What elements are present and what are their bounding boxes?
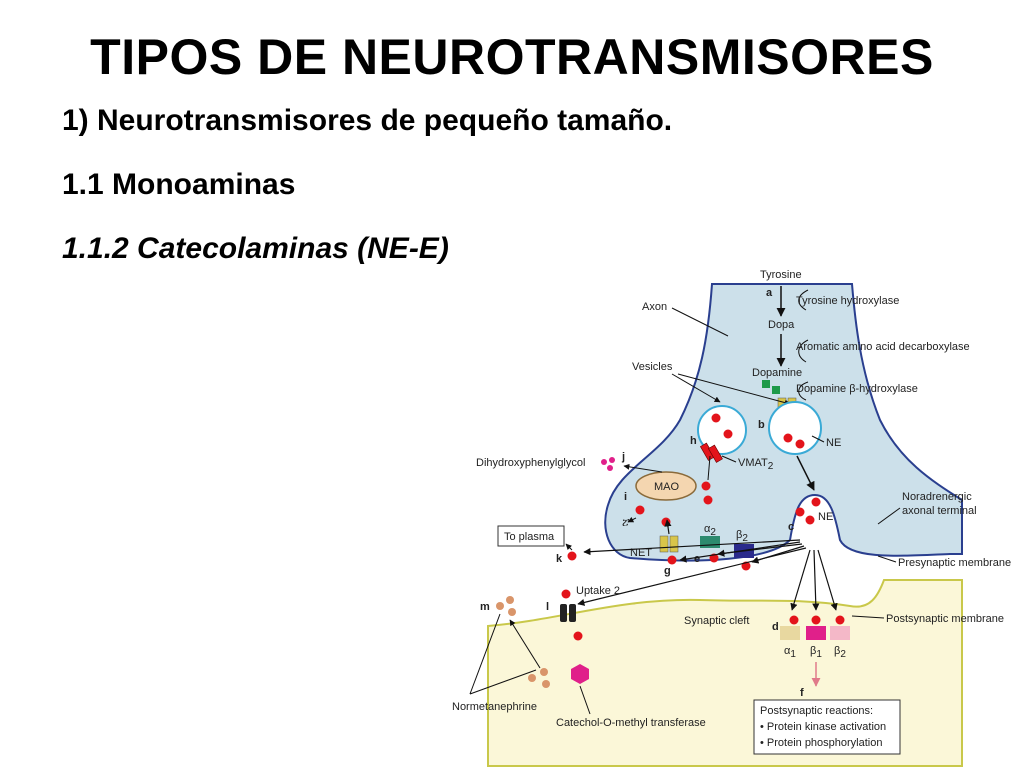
metabolite-molecule <box>496 602 504 610</box>
letter-g: g <box>664 565 671 577</box>
ne-molecule <box>711 413 721 423</box>
ne-molecule <box>567 551 577 561</box>
ne-molecule <box>573 631 583 641</box>
label-tyrosine-hydroxylase: Tyrosine hydroxylase <box>796 295 899 307</box>
ne-molecule <box>667 555 677 565</box>
label-synaptic-cleft: Synaptic cleft <box>684 615 749 627</box>
ne-molecule <box>835 615 845 625</box>
label-tyrosine: Tyrosine <box>760 269 802 281</box>
ne-molecule <box>811 497 821 507</box>
label-ne-release: NE <box>818 511 833 523</box>
label-uptake2: Uptake 2 <box>576 585 620 597</box>
vmat2-transporter <box>707 444 723 463</box>
to-plasma-box <box>497 525 565 547</box>
mao-mitochondrion <box>635 471 697 501</box>
metabolite-molecule <box>508 608 516 616</box>
letter-a: a <box>766 287 773 299</box>
uptake2-transporter <box>569 604 576 622</box>
comt-enzyme <box>571 664 589 684</box>
metabolite-symbol: ፘ <box>622 517 630 529</box>
metabolite-molecule <box>542 680 550 688</box>
ne-molecule <box>795 507 805 517</box>
beta2-postsynaptic-receptor <box>830 626 850 640</box>
ne-molecule <box>635 505 645 515</box>
label-vmat2: VMAT2 <box>738 457 774 472</box>
label-dopamine-beta-hydroxylase: Dopamine β-hydroxylase <box>796 383 918 395</box>
letter-h: h <box>690 435 697 447</box>
letter-m: m <box>480 601 490 613</box>
label-aadc: Aromatic amino acid decarboxylase <box>796 341 970 353</box>
label-beta2-pre: β2 <box>736 529 748 544</box>
label-post-reaction-1: • Protein kinase activation <box>760 721 886 733</box>
dhpg-molecule <box>609 457 615 463</box>
vesicle-b <box>768 401 822 455</box>
dopamine-molecule <box>762 380 770 388</box>
ne-molecule <box>805 515 815 525</box>
letter-l: l <box>546 601 549 613</box>
label-terminal-line1: Noradrenergic <box>902 491 972 503</box>
label-vesicles: Vesicles <box>632 361 673 373</box>
label-post-reactions-title: Postsynaptic reactions: <box>760 705 873 717</box>
label-beta2-post: β2 <box>834 645 846 660</box>
net-transporter <box>669 535 679 553</box>
label-post-reaction-2: • Protein phosphorylation <box>760 737 882 749</box>
ne-molecule <box>701 481 711 491</box>
label-normetanephrine: Normetanephrine <box>452 701 537 713</box>
label-postsynaptic-membrane: Postsynaptic membrane <box>886 613 1004 625</box>
ne-molecule <box>783 433 793 443</box>
vesicle-h <box>697 405 747 455</box>
dhpg-molecule <box>601 459 607 465</box>
letter-e: e <box>694 553 700 565</box>
label-alpha1: α1 <box>784 645 796 660</box>
label-dhpg: Dihydroxyphenylglycol <box>476 457 585 469</box>
ne-molecule <box>661 517 671 527</box>
slide-title: TIPOS DE NEUROTRANSMISORES <box>90 29 934 85</box>
ne-molecule <box>703 495 713 505</box>
alpha1-receptor <box>780 626 800 640</box>
bullet-catecholamines: 1.1.2 Catecolaminas (NE-E) <box>62 232 449 265</box>
metabolite-molecule <box>506 596 514 604</box>
ne-molecule <box>795 439 805 449</box>
ne-molecule <box>561 589 571 599</box>
label-dopamine: Dopamine <box>752 367 802 379</box>
uptake2-transporter <box>560 604 567 622</box>
label-ne-vesicle: NE <box>826 437 841 449</box>
bullet-monoamines: 1.1 Monoaminas <box>62 168 296 201</box>
bullet-small-neurotransmitters: 1) Neurotransmisores de pequeño tamaño. <box>62 104 673 137</box>
label-mao: MAO <box>654 481 680 493</box>
metabolite-molecule <box>528 674 536 682</box>
label-net: NET <box>630 547 652 559</box>
letter-j: j <box>621 451 625 463</box>
label-comt: Catechol-O-methyl transferase <box>556 717 706 729</box>
ne-molecule <box>789 615 799 625</box>
ne-molecule <box>811 615 821 625</box>
ne-molecule <box>723 429 733 439</box>
label-terminal-line2: axonal terminal <box>902 505 977 517</box>
noradrenergic-synapse-diagram: a Tyrosine Tyrosine hydroxylase Dopa Aro… <box>452 269 1011 767</box>
letter-k: k <box>556 553 563 565</box>
letter-d: d <box>772 621 779 633</box>
label-presynaptic-membrane: Presynaptic membrane <box>898 557 1011 569</box>
label-axon: Axon <box>642 301 667 313</box>
letter-b: b <box>758 419 765 431</box>
beta1-receptor <box>806 626 826 640</box>
letter-i: i <box>624 491 627 503</box>
label-beta1: β1 <box>810 645 822 660</box>
metabolite-molecule <box>540 668 548 676</box>
letter-f: f <box>800 687 804 699</box>
dopamine-molecule <box>772 386 780 394</box>
label-dopa: Dopa <box>768 319 795 331</box>
postsynaptic-reactions-box <box>753 699 901 755</box>
net-transporter <box>659 535 669 553</box>
label-alpha2: α2 <box>704 523 716 538</box>
label-to-plasma: To plasma <box>504 531 555 543</box>
dhpg-molecule <box>607 465 613 471</box>
letter-c: c <box>788 521 794 533</box>
